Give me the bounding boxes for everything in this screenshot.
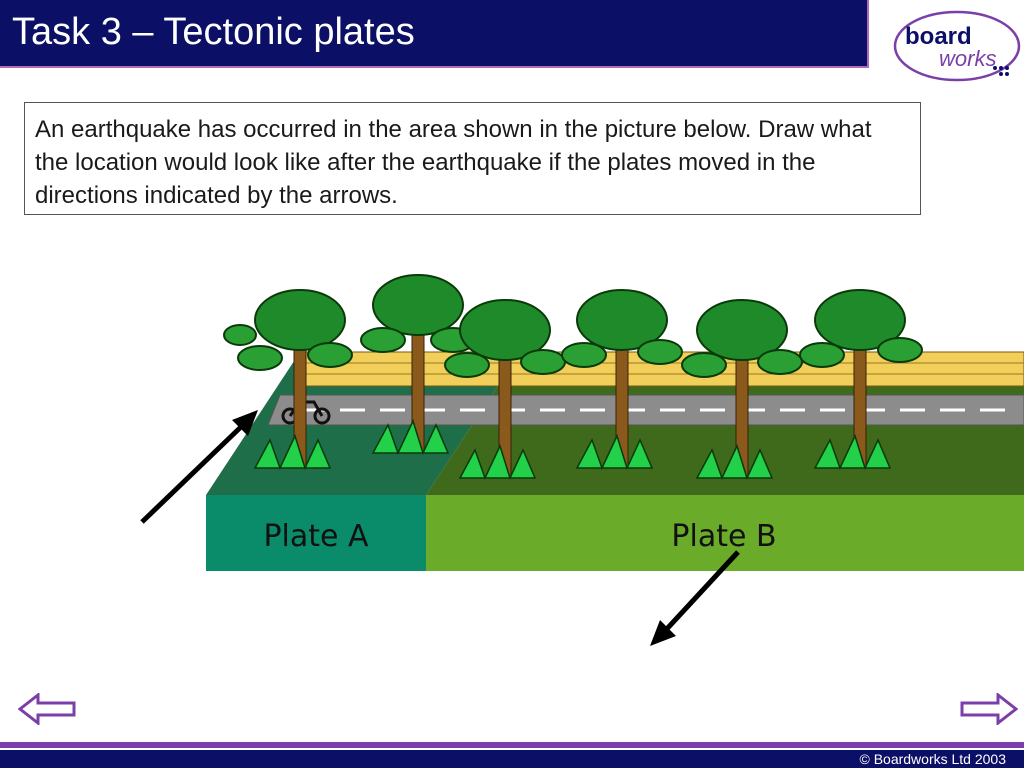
logo-text-board: board [905, 23, 972, 50]
tree [681, 299, 803, 481]
tree [799, 289, 923, 471]
plate-a-arrow-icon [140, 410, 258, 524]
plate-a-label: Plate A [263, 519, 369, 554]
tree [561, 289, 683, 471]
plate-b-label: Plate B [671, 519, 776, 554]
logo-text-works: works [939, 46, 996, 71]
next-slide-button[interactable] [958, 693, 1018, 725]
arrow-left-icon [18, 693, 76, 725]
plate-a: Plate A [206, 495, 426, 571]
footer-divider [0, 742, 1024, 748]
slide-title: Task 3 – Tectonic plates [12, 11, 415, 53]
tree [223, 289, 353, 471]
title-bar: Task 3 – Tectonic plates [0, 0, 869, 68]
plate-b: Plate B [426, 495, 1024, 571]
plate-b-arrow-icon [650, 550, 740, 646]
road [267, 394, 1024, 426]
previous-slide-button[interactable] [18, 693, 78, 725]
boardworks-logo: board works [893, 10, 1021, 82]
copyright-text: © Boardworks Ltd 2003 [859, 751, 1006, 767]
instructions-box: An earthquake has occurred in the area s… [24, 102, 921, 215]
tree [444, 299, 566, 481]
footer-bar [0, 750, 1024, 768]
tree-row [223, 274, 923, 481]
arrow-right-icon [960, 693, 1018, 725]
instructions-text: An earthquake has occurred in the area s… [35, 116, 872, 209]
